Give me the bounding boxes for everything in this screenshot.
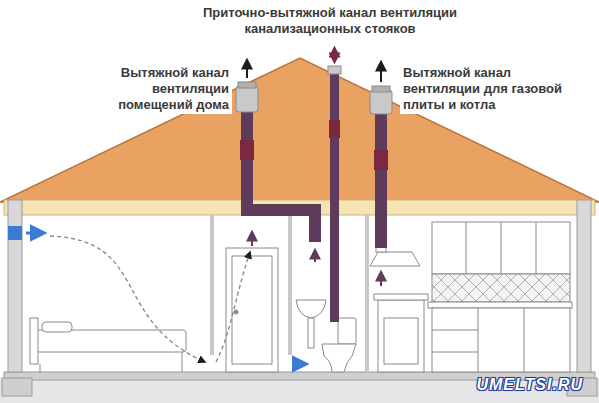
toilet [322,318,356,372]
footing [2,378,32,396]
partition [210,215,214,355]
roof [0,58,599,202]
sewer-vent-stack [328,66,341,322]
partition [288,215,292,355]
callout-label: Вытяжной канал вентиляции для газовой пл… [400,64,576,114]
window-inlet [8,226,22,240]
callout-label: Вытяжной канал вентиляции помещений дома [96,64,232,114]
watermark: UMELTSI.RU [446,376,586,394]
door [226,248,278,372]
bed [30,318,186,372]
outer-wall [577,200,591,372]
partition [365,215,369,372]
exhaust-duct-gas [370,86,392,248]
stove [374,294,428,372]
outer-wall [8,200,22,372]
kitchen-cabinets [428,222,572,372]
sink [296,300,326,348]
exhaust-duct-rooms [236,82,315,242]
hood [370,246,420,266]
flow-arrows [26,48,381,364]
callout-label: Приточно-вытяжной канал вентиляции канал… [160,4,500,38]
